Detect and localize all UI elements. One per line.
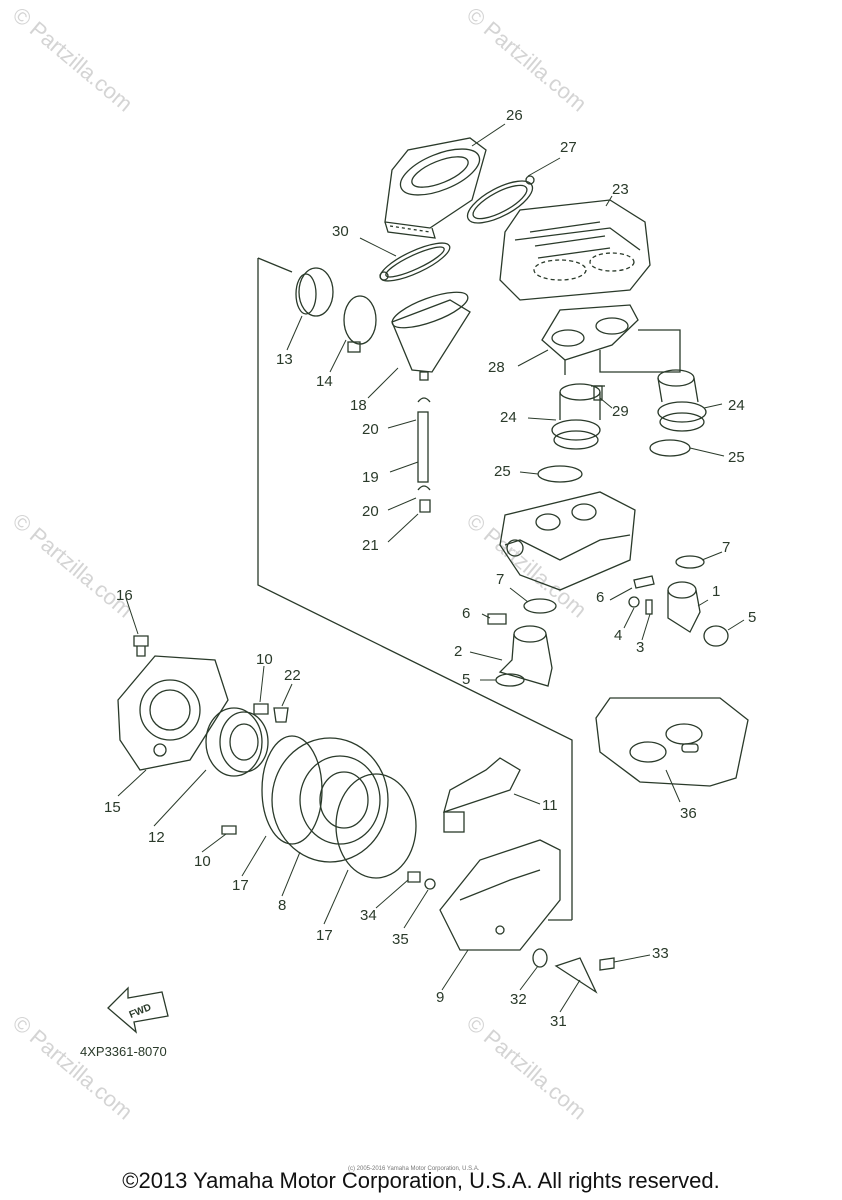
clip-20 (417, 397, 431, 403)
copyright-footer: ©2013 Yamaha Motor Corporation, U.S.A. A… (122, 1168, 720, 1193)
callout-number: 1 (712, 583, 721, 600)
callout-number: 10 (256, 651, 273, 668)
gasket-28 (541, 304, 639, 361)
collar-4 (628, 596, 640, 608)
screw-33 (599, 957, 615, 971)
cover-9 (439, 839, 561, 951)
callout-number: 11 (542, 797, 558, 814)
callout-number: 8 (278, 897, 287, 914)
callout-number: 25 (494, 463, 511, 480)
joint-2 (498, 625, 553, 687)
callout-number: 15 (104, 799, 121, 816)
callout-number: 27 (560, 139, 577, 156)
clamp-25 (649, 439, 691, 457)
small-copyright-note: (c) 2005-2016 Yamaha Motor Corporation, … (348, 1166, 480, 1172)
group-frame-line (257, 258, 573, 920)
callout-number: 17 (232, 877, 249, 894)
diagram-part-code: 4XP3361-8070 (80, 1044, 167, 1059)
callout-number: 22 (284, 667, 301, 684)
callout-number: 16 (116, 587, 133, 604)
screw-6 (487, 613, 507, 625)
grommet-32 (532, 948, 548, 968)
gasket-36 (595, 697, 749, 787)
callout-number: 36 (680, 805, 697, 822)
o-ring-5 (703, 625, 729, 647)
callout-number: 34 (360, 907, 377, 924)
joint-13 (298, 267, 334, 317)
bolt-34 (407, 871, 421, 883)
callout-number: 33 (652, 945, 669, 962)
callout-number: 25 (728, 449, 745, 466)
plate-31 (554, 957, 598, 994)
bracket-22 (273, 707, 289, 723)
callout-number: 12 (148, 829, 165, 846)
intake-duct-18 (391, 291, 471, 381)
callout-number: 7 (722, 539, 731, 556)
band-30 (379, 242, 451, 282)
callout-number: 30 (332, 223, 349, 240)
band-clamp (466, 180, 534, 224)
callout-number: 5 (462, 671, 471, 688)
carburetor-assembly (499, 491, 636, 591)
air-cleaner-case (499, 199, 651, 301)
air-duct (384, 137, 487, 239)
callout-number: 29 (612, 403, 629, 420)
joint-1 (667, 581, 701, 633)
tube-19 (417, 411, 429, 483)
callout-number: 19 (362, 469, 379, 486)
o-ring-5 (495, 673, 525, 687)
callout-number: 26 (506, 107, 523, 124)
callout-number: 14 (316, 373, 333, 390)
pin-3 (645, 599, 653, 615)
callout-number: 18 (350, 397, 367, 414)
seal-17 (261, 735, 323, 845)
callout-number: 20 (362, 503, 379, 520)
screw-10 (221, 825, 237, 835)
case-8 (271, 737, 389, 863)
joint-24-left (551, 383, 601, 450)
callout-number: 17 (316, 927, 333, 944)
screw-10 (253, 703, 269, 715)
callout-number: 21 (362, 537, 379, 554)
band-clamp-inner (472, 184, 528, 220)
callout-number: 13 (276, 351, 293, 368)
callout-number: 10 (194, 853, 211, 870)
callout-number: 9 (436, 989, 445, 1006)
leader-lines (117, 123, 745, 1013)
collar-35 (424, 878, 436, 890)
callout-number: 3 (636, 639, 645, 656)
callout-number: 24 (500, 409, 517, 426)
clamp-7 (675, 555, 705, 569)
callout-number: 32 (510, 991, 527, 1008)
screw-6 (633, 575, 655, 589)
callout-number: 6 (462, 605, 471, 622)
cover-15 (117, 655, 229, 771)
callout-number: 23 (612, 181, 629, 198)
group-frame-line (257, 257, 293, 273)
element-12 (205, 707, 269, 777)
seal-17 (335, 773, 417, 879)
clip-20 (417, 485, 431, 491)
clamp-7 (523, 598, 557, 614)
callout-number: 2 (454, 643, 463, 660)
callout-number: 31 (550, 1013, 567, 1030)
duct-11 (443, 757, 521, 833)
bolt-16 (133, 635, 149, 657)
clamp-14 (343, 295, 377, 345)
callout-number: 6 (596, 589, 605, 606)
plug-21 (419, 499, 431, 513)
callout-number: 4 (614, 627, 623, 644)
clamp-25 (537, 465, 583, 483)
callout-number: 20 (362, 421, 379, 438)
callout-number: 24 (728, 397, 745, 414)
joint-24-right (657, 369, 707, 432)
fwd-arrow-shape (107, 986, 169, 1034)
callout-number: 35 (392, 931, 409, 948)
callout-number: 28 (488, 359, 505, 376)
callout-number: 5 (748, 609, 757, 626)
callout-number: 7 (496, 571, 505, 588)
